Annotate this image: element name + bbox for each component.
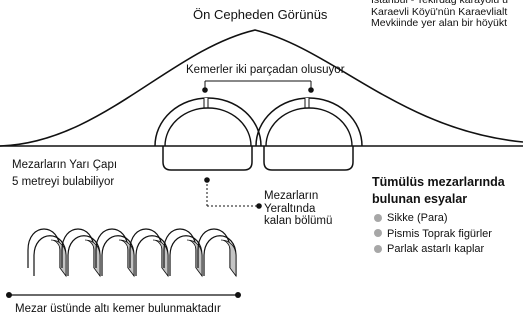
arch-note-leader <box>202 80 314 93</box>
finds-title: Tümülüs mezarlarında bulunan esyalar <box>372 175 505 206</box>
bullet-icon <box>374 229 382 237</box>
finds-item-label: Sikke (Para) <box>387 212 448 224</box>
finds-item: Pismis Toprak figürler <box>374 227 492 243</box>
finds-list: Sikke (Para) Pismis Toprak figürler Parl… <box>374 211 492 258</box>
bullet-icon <box>374 213 382 222</box>
arch-note: Kemerler iki parçadan olusuyor <box>186 64 345 76</box>
bullet-icon <box>374 244 382 253</box>
finds-item-label: Pismis Toprak figürler <box>387 227 492 240</box>
tomb-radius-note: Mezarların Yarı Çapı 5 metreyi bulabiliy… <box>12 159 118 188</box>
finds-item-label: Parlak astarlı kaplar <box>387 243 485 255</box>
mound-outline <box>0 29 523 147</box>
arches-note: Mezar üstünde altı kemer bulunmaktadır <box>15 303 221 315</box>
six-arches <box>27 228 237 278</box>
right-tomb-chamber <box>255 97 363 171</box>
arches-measure-line <box>6 292 241 298</box>
underground-part-label: Mezarların Yeraltında kalan bölümü <box>264 190 333 227</box>
finds-item: Parlak astarlı kaplar <box>374 242 492 258</box>
front-view-title: Ön Cepheden Görünüs <box>193 7 328 22</box>
underground-leader <box>204 177 262 209</box>
location-note: Istanbul - Tekirdag karayolu ü Karaevli … <box>371 0 508 29</box>
finds-item: Sikke (Para) <box>374 211 492 227</box>
left-tomb-chamber <box>154 97 262 171</box>
